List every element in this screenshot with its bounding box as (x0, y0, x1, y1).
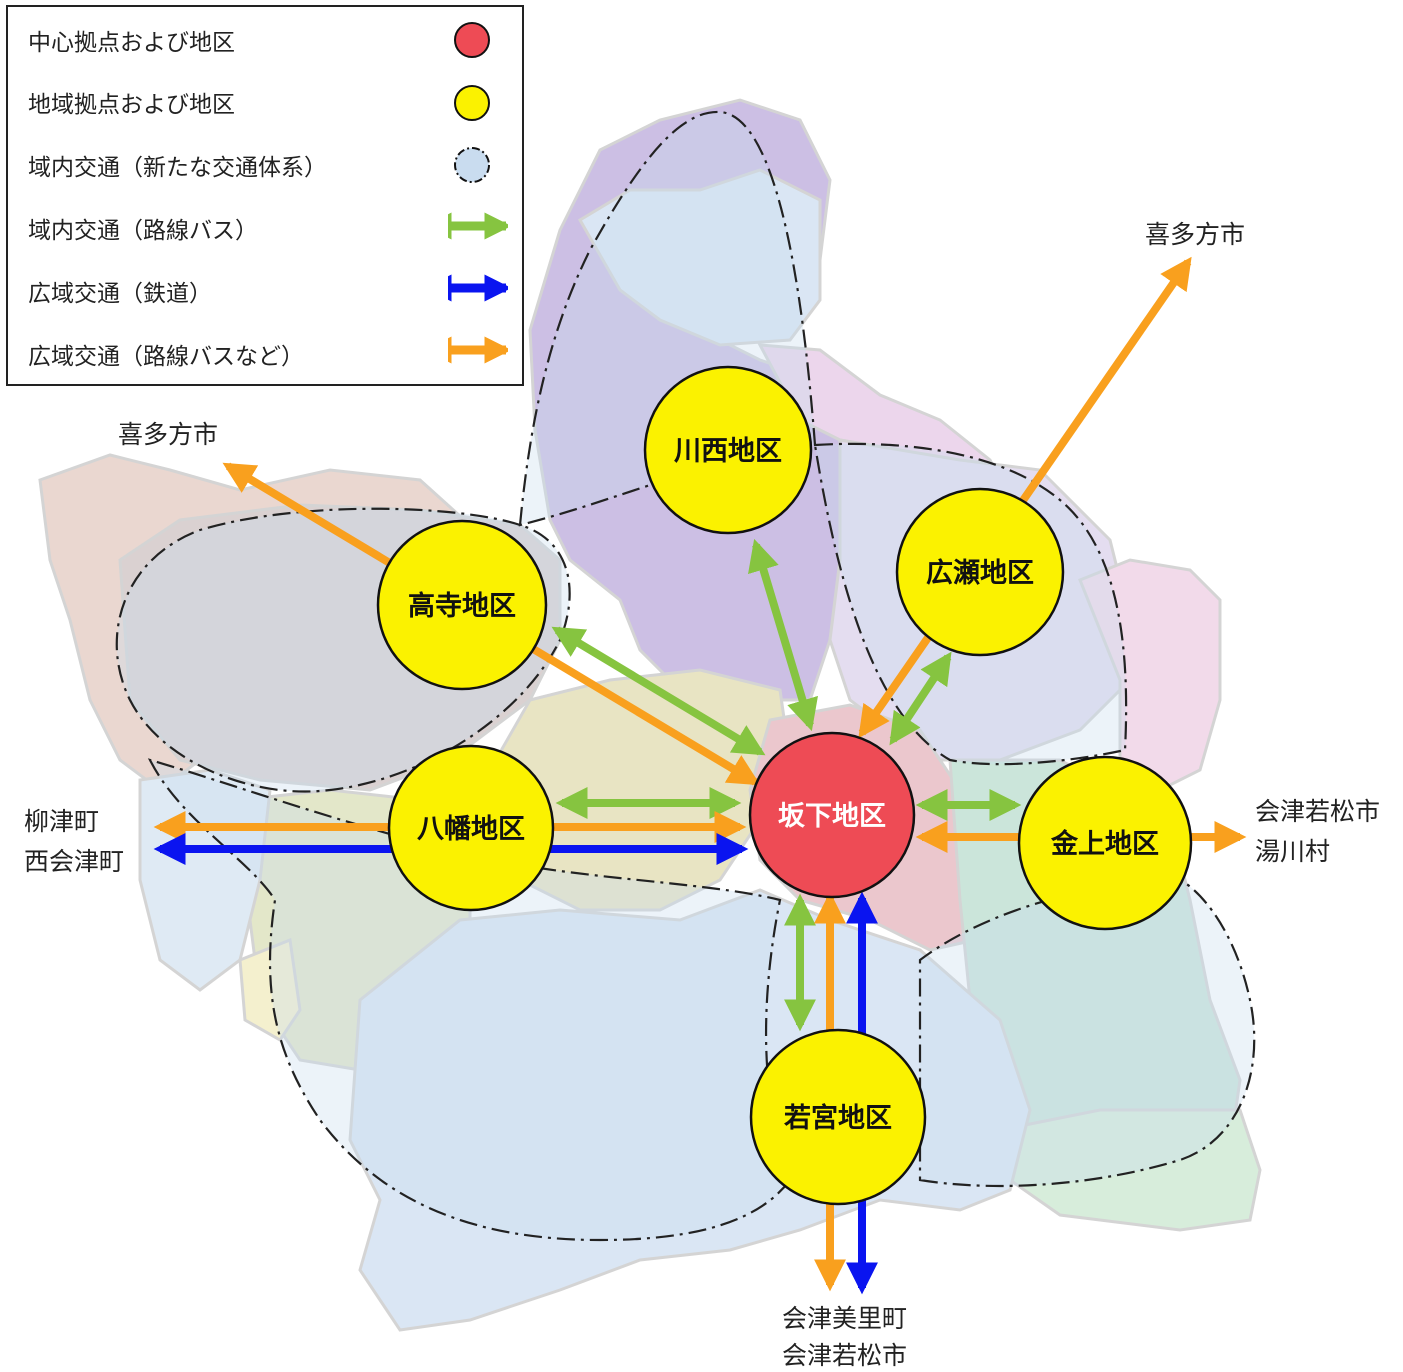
dest-kitakata-nw: 喜多方市 (118, 420, 218, 449)
node-wakamiya-label: 若宮地区 (784, 1102, 892, 1134)
node-kawanishi[interactable]: 川西地区 (643, 365, 813, 535)
node-kanegami-label: 金上地区 (1050, 828, 1159, 860)
legend-label-local-bus: 域内交通（路線バス） (28, 218, 258, 244)
local-bus-kawanishi (748, 538, 818, 732)
dest-aizuwakamatsu-east: 会津若松市 (1255, 797, 1380, 826)
dest-yugawa: 湯川村 (1255, 837, 1330, 866)
legend-label-regional: 地域拠点および地区 (28, 92, 235, 118)
node-takadera[interactable]: 高寺地区 (376, 519, 548, 691)
region-southwest-yellow (238, 937, 302, 1042)
node-yawata-label: 八幡地区 (417, 814, 525, 845)
zone-southwest (147, 758, 792, 1242)
destination-labels: 喜多方市 喜多方市 柳津町 西会津町 会津若松市 湯川村 会津美里町 会津若松市 (24, 220, 1380, 1370)
regional-bus-kitakata-ne (858, 256, 1192, 739)
node-center-label: 坂下地区 (778, 801, 886, 832)
dest-yanaizu: 柳津町 (24, 807, 99, 836)
node-kawanishi-label: 川西地区 (674, 436, 782, 467)
legend-symbols (448, 22, 508, 364)
legend-red-circle-icon (454, 22, 490, 58)
node-yawata[interactable]: 八幡地区 (387, 744, 555, 912)
region-southeast-green (998, 1108, 1262, 1232)
legend-yellow-circle-icon (454, 85, 490, 121)
legend-label-regional-bus: 広域交通（路線バスなど） (28, 344, 304, 370)
region-north-lightblue (577, 168, 822, 347)
dest-aizuwakamatsu-south: 会津若松市 (782, 1341, 907, 1370)
node-wakamiya[interactable]: 若宮地区 (749, 1028, 927, 1206)
legend-label-rail: 広域交通（鉄道） (28, 281, 212, 307)
node-hirose-label: 広瀬地区 (926, 557, 1034, 589)
node-hirose[interactable]: 広瀬地区 (895, 487, 1065, 657)
dest-nishiaizu: 西会津町 (24, 847, 124, 876)
dest-aizumisato: 会津美里町 (782, 1304, 907, 1333)
node-center-sakashita[interactable]: 坂下地区 (748, 731, 916, 899)
district-nodes: 川西地区 広瀬地区 高寺地区 八幡地区 金上地区 若宮地区 坂下地区 (376, 365, 1193, 1206)
dest-kitakata-ne: 喜多方市 (1145, 220, 1245, 249)
legend-label-center: 中心拠点および地区 (28, 30, 235, 56)
legend-dashed-zone-icon (454, 147, 490, 183)
legend-label-new-transport: 域内交通（新たな交通体系） (28, 155, 327, 181)
map-legend: 中心拠点および地区 地域拠点および地区 域内交通（新たな交通体系） 域内交通（路… (6, 5, 524, 386)
node-kanegami[interactable]: 金上地区 (1017, 755, 1193, 931)
node-takadera-label: 高寺地区 (408, 590, 516, 622)
